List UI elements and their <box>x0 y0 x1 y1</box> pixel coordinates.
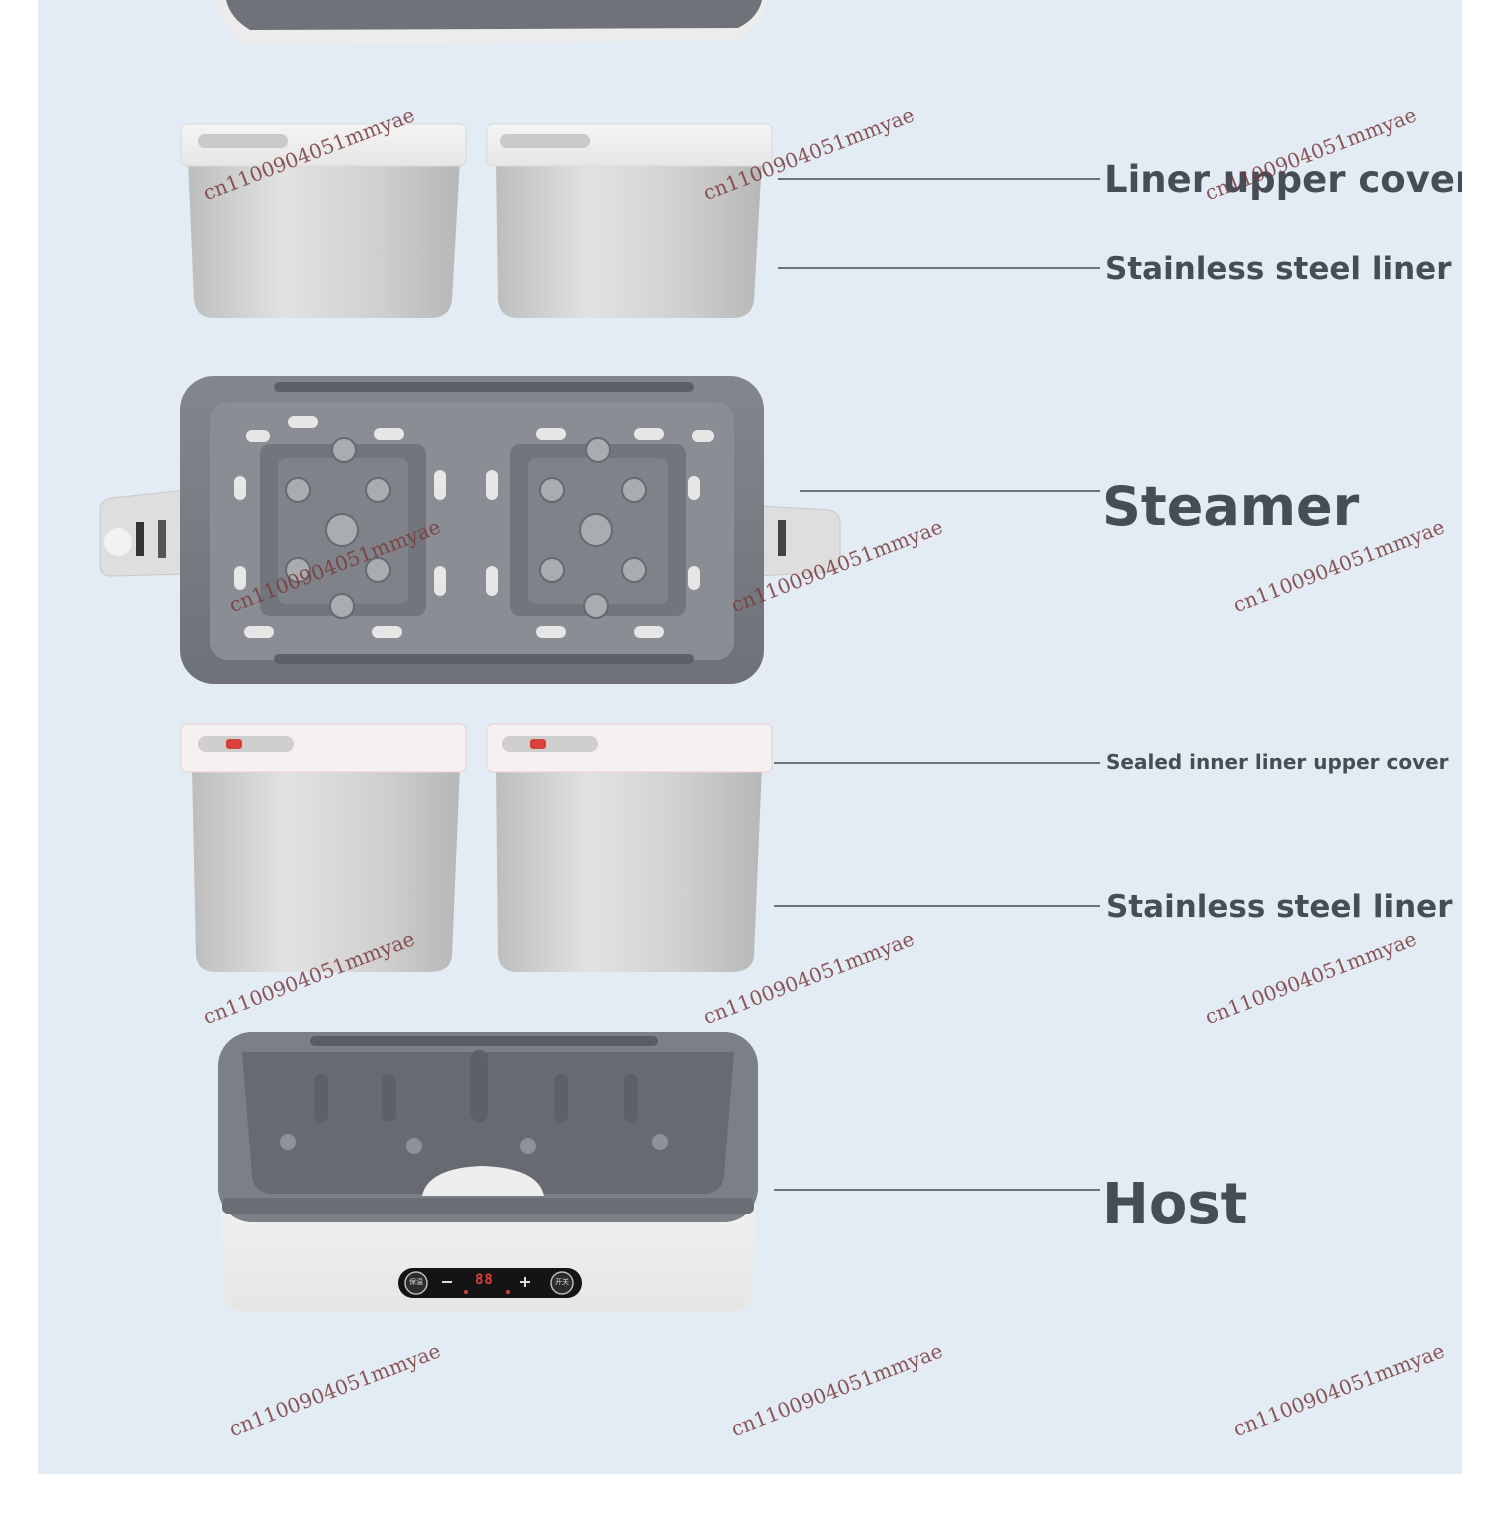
host-base <box>218 1032 758 1312</box>
outer-lid <box>216 0 766 46</box>
label-host: Host <box>1102 1172 1248 1237</box>
leader-line-host <box>774 1189 1100 1191</box>
liner-bottom-left <box>180 723 467 972</box>
leader-line-steamer <box>800 490 1100 492</box>
leader-line-stainless-liner-top <box>778 267 1100 269</box>
exploded-lunchbox-illustration <box>99 0 841 1312</box>
leader-line-stainless-liner-bottom <box>774 905 1100 907</box>
control-panel <box>398 1268 582 1298</box>
liner-top-left <box>180 123 467 318</box>
label-stainless-steel-liner-bottom: Stainless steel liner <box>1106 889 1453 925</box>
steamer-tray <box>99 376 841 684</box>
leader-line-sealed-cover <box>774 762 1100 764</box>
label-sealed-inner-liner-upper-cover: Sealed inner liner upper cover <box>1106 750 1449 774</box>
liner-bottom-right <box>486 723 773 972</box>
power-button-label: 开关 <box>555 1278 569 1286</box>
digital-display: 88 <box>475 1272 494 1288</box>
liner-top-right <box>486 123 773 318</box>
label-stainless-steel-liner-top: Stainless steel liner <box>1105 251 1452 287</box>
keep-warm-button-label: 保温 <box>409 1278 423 1286</box>
leader-line-liner-upper-cover <box>778 178 1100 180</box>
label-liner-upper-cover: Liner upper cover <box>1104 158 1462 201</box>
product-panel: 保温 88 开关 Liner upper cover Stainless ste… <box>38 0 1462 1474</box>
label-steamer: Steamer <box>1102 475 1360 538</box>
